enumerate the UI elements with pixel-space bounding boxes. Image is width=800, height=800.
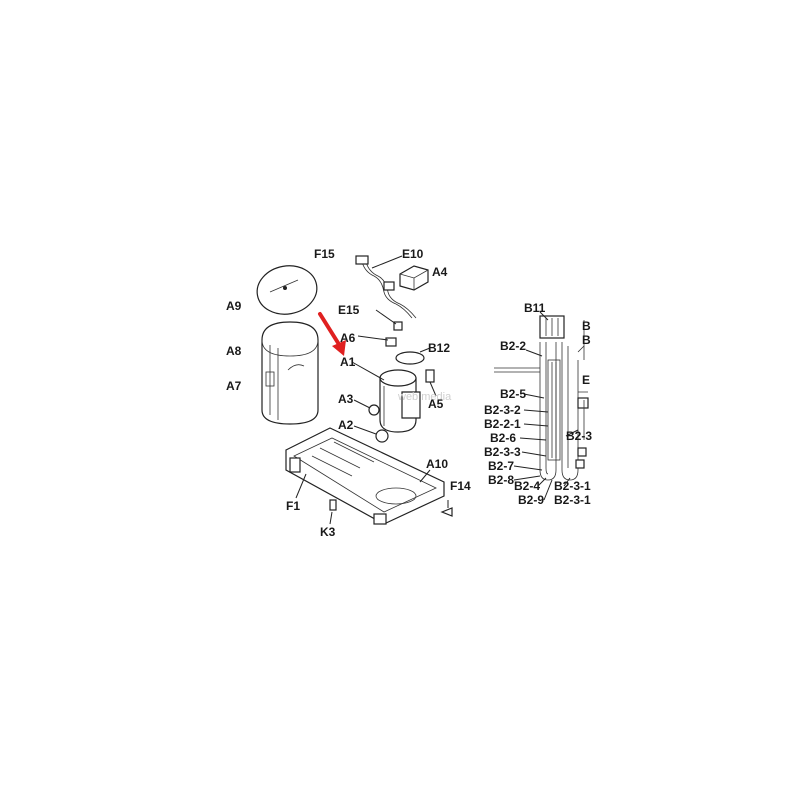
part-e15-a6-fittings xyxy=(357,309,403,347)
part-b12 xyxy=(395,347,431,365)
label-b2-3-partial: B2-3 xyxy=(566,429,592,443)
label-a9: A9 xyxy=(226,299,242,313)
label-f1: F1 xyxy=(286,499,300,513)
label-a5: A5 xyxy=(428,397,444,411)
part-a9-lid xyxy=(256,265,318,315)
label-b2-2-1: B2-2-1 xyxy=(484,417,521,431)
part-a5 xyxy=(425,369,437,397)
label-b2-8: B2-8 xyxy=(488,473,514,487)
part-a1-compressor xyxy=(351,361,421,433)
label-e10: E10 xyxy=(402,247,424,261)
part-a7-a8-jacket xyxy=(261,321,319,425)
part-k3-f14-fasteners xyxy=(329,499,453,525)
label-a7: A7 xyxy=(226,379,242,393)
label-b-partial-1: B xyxy=(582,319,591,333)
part-b2-heat-exchanger xyxy=(494,315,589,481)
label-k3: K3 xyxy=(320,525,336,539)
label-a3: A3 xyxy=(338,392,354,406)
label-b11: B11 xyxy=(524,301,546,315)
part-a4-box xyxy=(399,265,429,291)
watermark: web media xyxy=(397,391,452,403)
label-a10: A10 xyxy=(426,457,448,471)
label-b2-5: B2-5 xyxy=(500,387,526,401)
label-a6: A6 xyxy=(340,331,356,345)
label-b2-9: B2-9 xyxy=(518,493,544,507)
label-a2: A2 xyxy=(338,418,354,432)
label-b2-2: B2-2 xyxy=(500,339,526,353)
label-f14: F14 xyxy=(450,479,471,493)
label-b2-4: B2-4 xyxy=(514,479,540,493)
label-e-partial: E xyxy=(582,373,590,387)
label-b-partial-2: B xyxy=(582,333,591,347)
part-e10-harness xyxy=(355,255,417,319)
label-b2-3-1-a: B2-3-1 xyxy=(554,479,591,493)
label-a8: A8 xyxy=(226,344,242,358)
label-a1: A1 xyxy=(340,355,356,369)
label-f15: F15 xyxy=(314,247,335,261)
label-b2-7: B2-7 xyxy=(488,459,514,473)
label-b2-3-1-b: B2-3-1 xyxy=(554,493,591,507)
label-e15: E15 xyxy=(338,303,360,317)
right-leader-lines xyxy=(513,311,579,501)
label-b2-6: B2-6 xyxy=(490,431,516,445)
label-b2-3-3: B2-3-3 xyxy=(484,445,521,459)
red-arrow-icon xyxy=(318,312,346,356)
part-f1-a10-base-plate xyxy=(285,427,445,525)
label-b2-3-2: B2-3-2 xyxy=(484,403,521,417)
label-a4: A4 xyxy=(432,265,448,279)
part-a3-a2 xyxy=(353,399,389,443)
label-b12: B12 xyxy=(428,341,450,355)
